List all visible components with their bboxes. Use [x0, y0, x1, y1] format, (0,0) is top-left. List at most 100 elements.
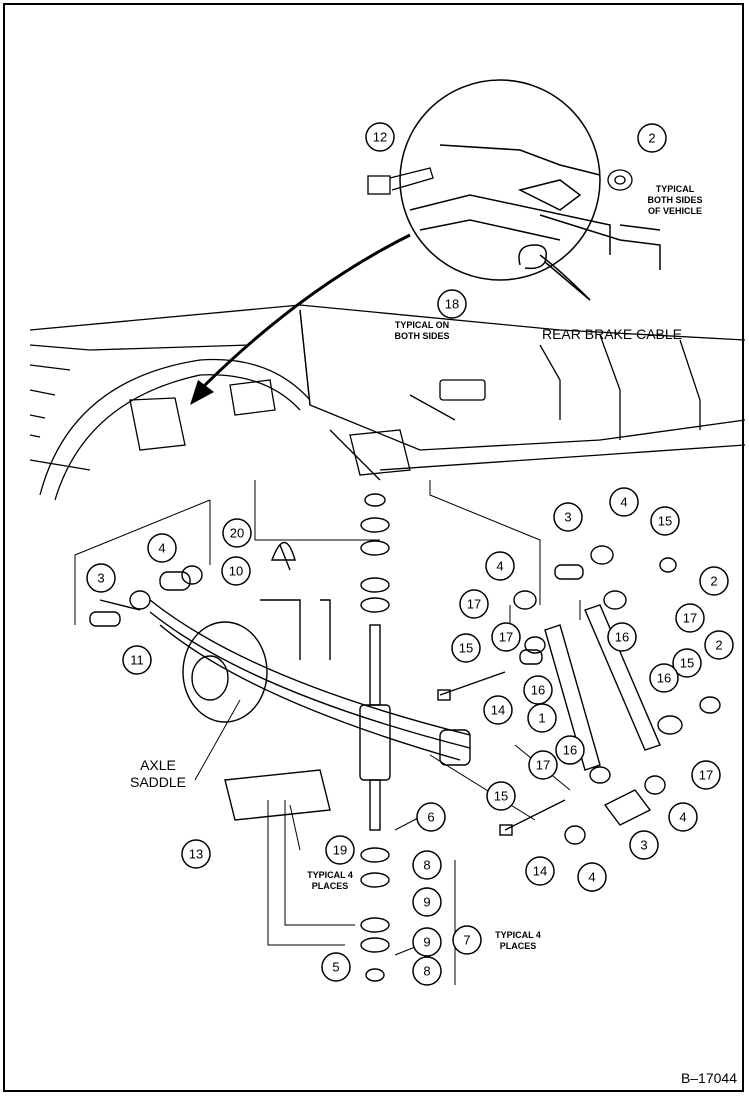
- note-typical-on-both-sides-1: TYPICAL ON: [395, 320, 449, 330]
- callout-number: 8: [423, 964, 430, 979]
- note-typical-both-sides-vehicle-1: TYPICAL: [656, 184, 695, 194]
- callout-circle: [412, 927, 442, 957]
- callout-number: 15: [680, 656, 694, 671]
- callout-number: 17: [467, 597, 481, 612]
- callout-circle: [527, 703, 557, 733]
- callout-16: 16: [649, 663, 679, 693]
- callout-3: 3: [553, 502, 583, 532]
- callout-17: 17: [528, 750, 558, 780]
- label-saddle: SADDLE: [130, 774, 186, 790]
- callout-2: 2: [704, 630, 734, 660]
- callout-15: 15: [650, 506, 680, 536]
- callout-number: 2: [715, 638, 722, 653]
- callout-20: 20: [222, 518, 252, 548]
- callout-number: 13: [189, 847, 203, 862]
- callout-4: 4: [609, 487, 639, 517]
- callout-circle: [491, 622, 521, 652]
- callout-circle: [122, 645, 152, 675]
- callout-15: 15: [672, 648, 702, 678]
- callout-16: 16: [555, 735, 585, 765]
- vehicle-body-outline: [29, 304, 746, 501]
- callout-circle: [553, 502, 583, 532]
- callout-circle: [672, 648, 702, 678]
- callout-circle: [704, 630, 734, 660]
- callout-number: 9: [423, 935, 430, 950]
- callout-number: 18: [445, 297, 459, 312]
- callout-number: 4: [496, 559, 503, 574]
- callout-circle: [649, 663, 679, 693]
- callout-15: 15: [486, 781, 516, 811]
- note-typical-both-sides-vehicle-3: OF VEHICLE: [648, 206, 702, 216]
- trailing-arms-graphic: [437, 545, 721, 845]
- callout-6: 6: [416, 802, 446, 832]
- shock-absorber-graphic: [359, 493, 391, 982]
- callout-circle: [691, 760, 721, 790]
- callout-number: 5: [332, 960, 339, 975]
- callout-number: 17: [683, 611, 697, 626]
- callout-8: 8: [412, 956, 442, 986]
- callout-circle: [485, 551, 515, 581]
- callout-number: 8: [423, 858, 430, 873]
- axle-and-leaf-spring-graphic: [89, 541, 471, 821]
- callout-number: 9: [423, 895, 430, 910]
- callout-number: 16: [615, 630, 629, 645]
- callout-circle: [181, 839, 211, 869]
- callout-number: 6: [427, 810, 434, 825]
- callout-9: 9: [412, 927, 442, 957]
- callout-circle: [412, 850, 442, 880]
- callout-number: 16: [563, 743, 577, 758]
- note-typical-4-places-a-1: TYPICAL 4: [307, 870, 353, 880]
- callout-circle: [147, 533, 177, 563]
- callout-13: 13: [181, 839, 211, 869]
- callout-17: 17: [491, 622, 521, 652]
- callout-3: 3: [629, 830, 659, 860]
- callout-19: 19: [325, 835, 355, 865]
- callout-circle: [325, 835, 355, 865]
- callout-4: 4: [577, 862, 607, 892]
- callout-number: 11: [130, 653, 144, 668]
- label-rear-brake-cable: REAR BRAKE CABLE: [542, 326, 682, 342]
- figure-number: B–17044: [681, 1070, 737, 1086]
- callout-2: 2: [637, 123, 667, 153]
- callout-7: 7: [452, 925, 482, 955]
- note-typical-4-places-b-1: TYPICAL 4: [495, 930, 541, 940]
- callout-number: 14: [533, 864, 547, 879]
- callout-3: 3: [86, 563, 116, 593]
- callout-number: 7: [463, 933, 470, 948]
- callout-number: 16: [531, 683, 545, 698]
- callout-number: 2: [648, 131, 655, 146]
- nut-2-graphic: [607, 169, 633, 191]
- callout-17: 17: [675, 603, 705, 633]
- callout-17: 17: [459, 589, 489, 619]
- callout-number: 20: [230, 526, 244, 541]
- callout-number: 3: [640, 838, 647, 853]
- callout-number: 1: [538, 711, 545, 726]
- callout-circle: [437, 289, 467, 319]
- detail-pointer-arrow: [190, 233, 411, 405]
- clip-18-graphic: [518, 244, 591, 301]
- callout-circle: [675, 603, 705, 633]
- callout-circle: [486, 781, 516, 811]
- callout-circle: [483, 695, 513, 725]
- callout-circle: [365, 122, 395, 152]
- callout-number: 17: [536, 758, 550, 773]
- callout-number: 15: [459, 641, 473, 656]
- callout-circle: [459, 589, 489, 619]
- callout-circle: [452, 925, 482, 955]
- label-axle: AXLE: [140, 757, 176, 773]
- callout-circle: [222, 518, 252, 548]
- callout-number: 16: [657, 671, 671, 686]
- callout-circle: [221, 556, 251, 586]
- callout-circle: [637, 123, 667, 153]
- note-typical-4-places-b-2: PLACES: [500, 941, 537, 951]
- callout-15: 15: [451, 633, 481, 663]
- detail-magnifier-circle: [399, 79, 661, 301]
- callout-number: 17: [699, 768, 713, 783]
- callout-2: 2: [699, 566, 729, 596]
- callout-circle: [86, 563, 116, 593]
- callout-circle: [577, 862, 607, 892]
- callout-circle: [629, 830, 659, 860]
- bolt-12-graphic: [367, 167, 434, 195]
